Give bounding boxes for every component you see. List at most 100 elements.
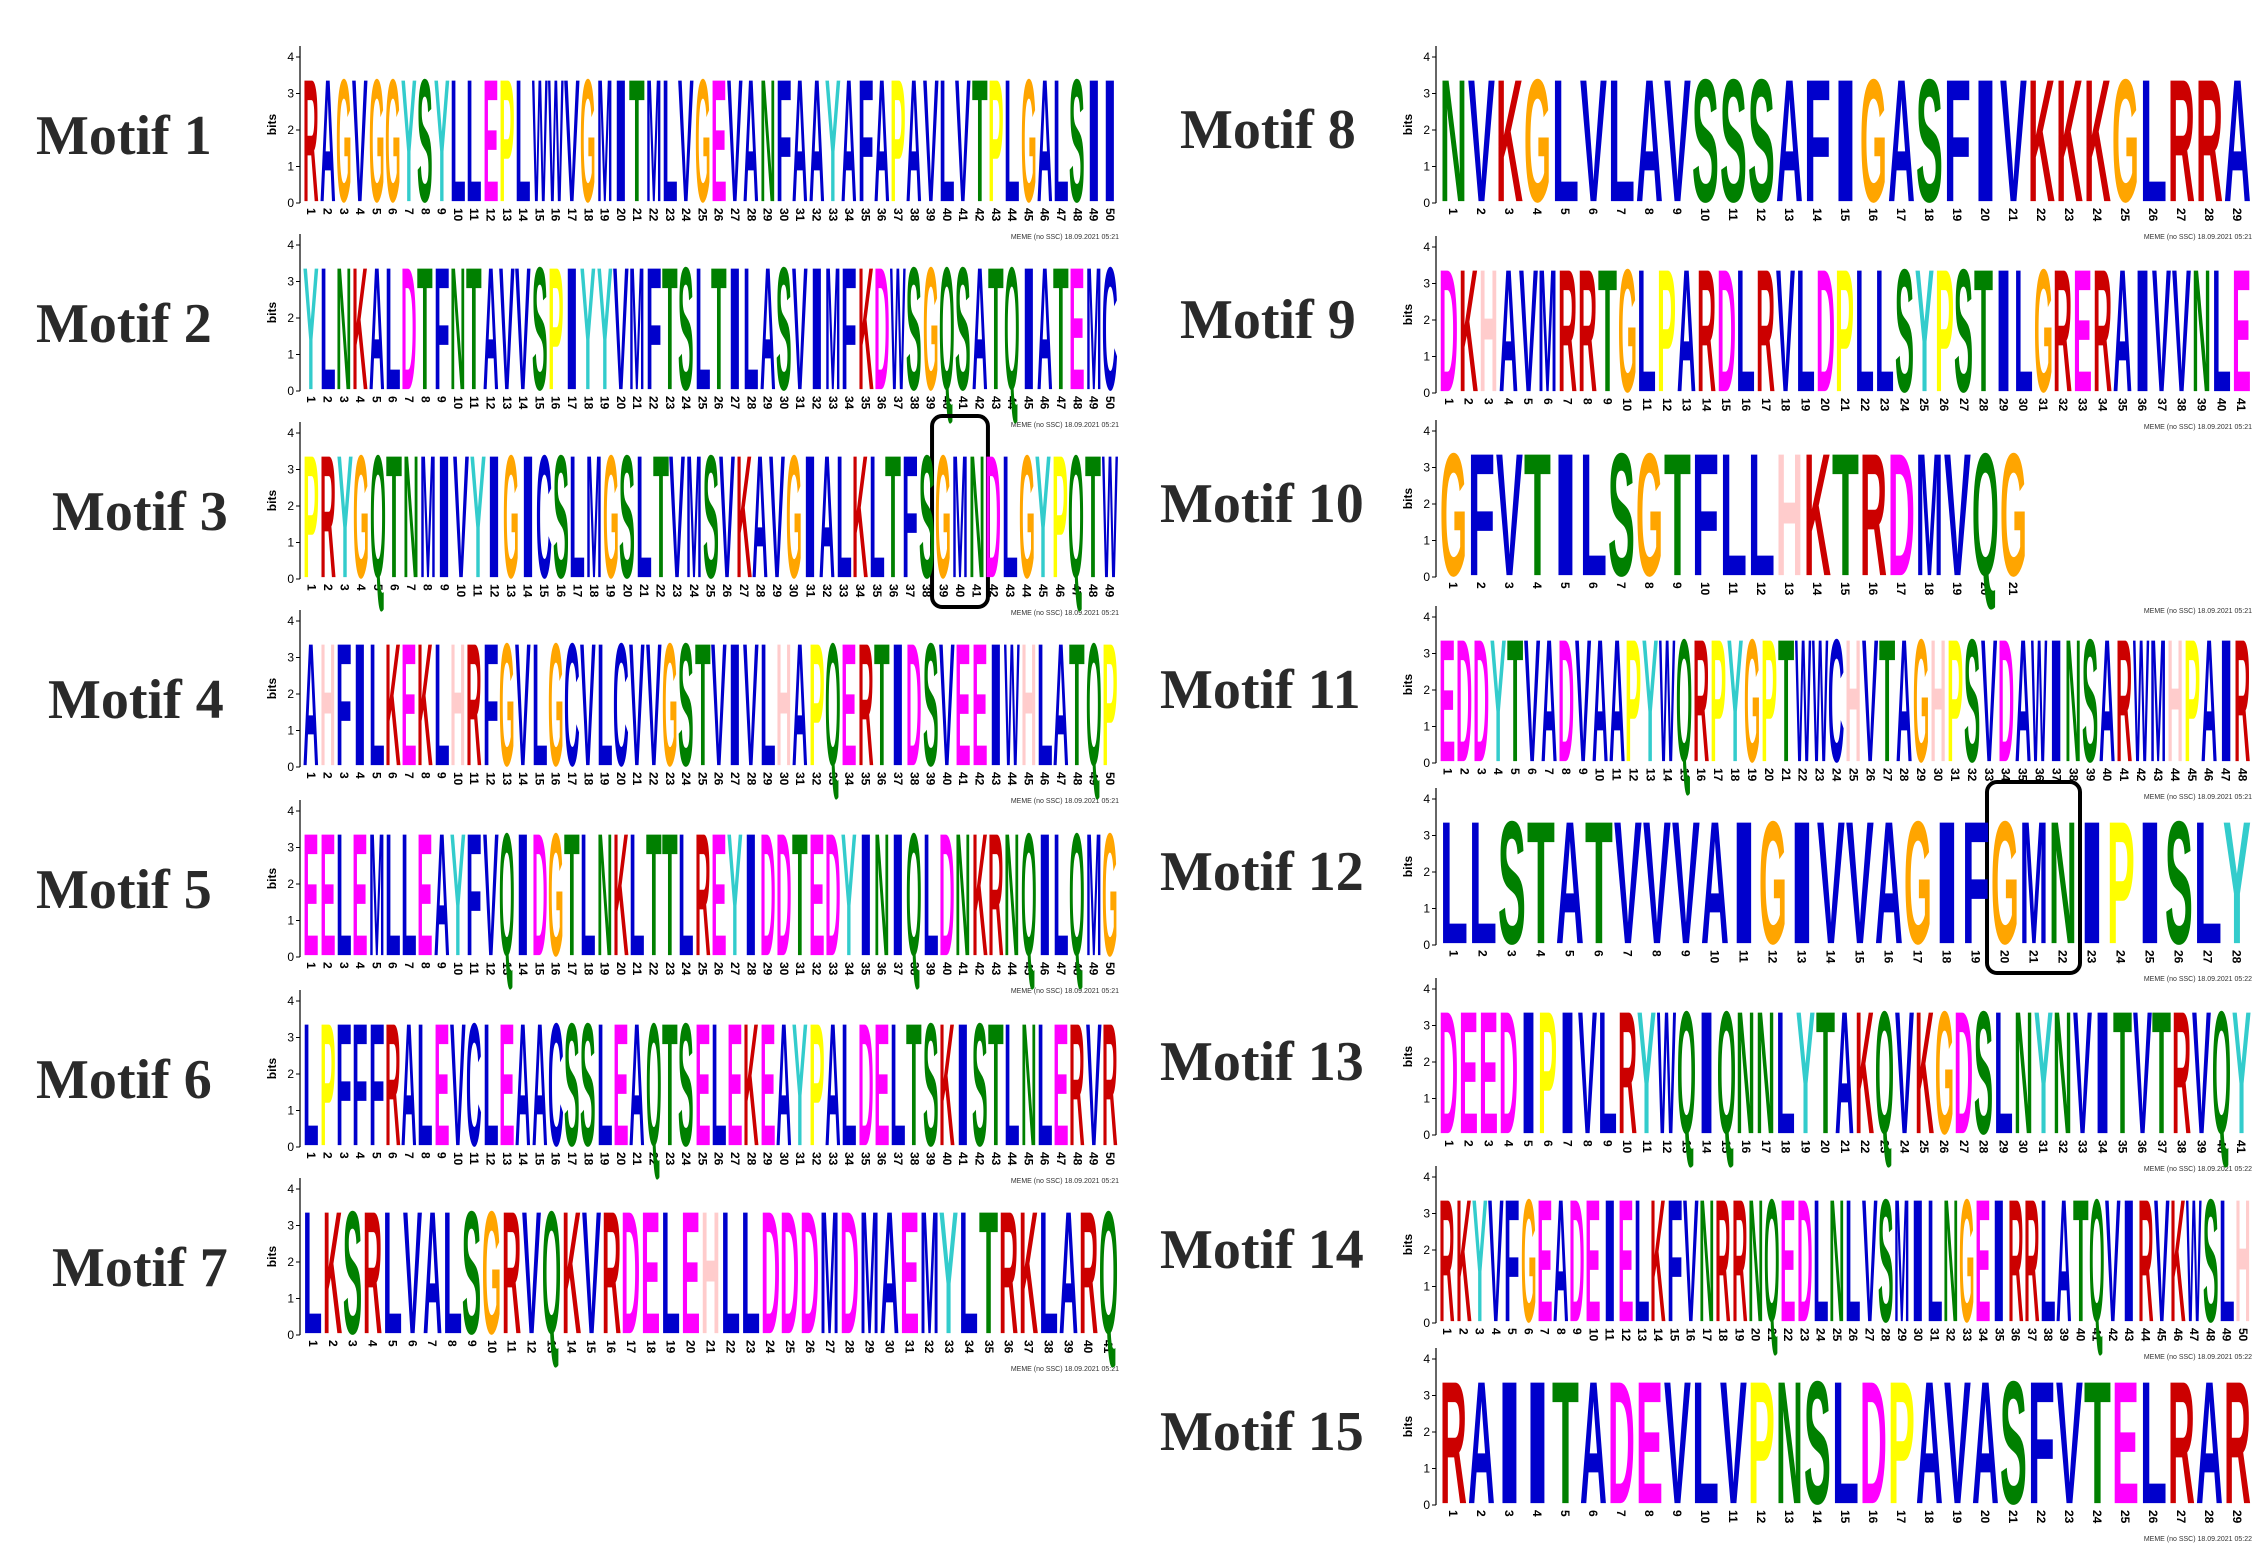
y-tick-label: 1 (1423, 534, 1430, 548)
logo-letter: G (1617, 233, 1637, 430)
position-label: 16 (1866, 1510, 1880, 1524)
logo-letter: T (873, 607, 890, 804)
y-tick-label: 0 (1423, 196, 1430, 210)
position-label: 16 (1882, 950, 1896, 964)
position-label: 8 (418, 396, 432, 403)
position-label: 32 (809, 396, 823, 410)
position-label: 43 (989, 208, 1003, 222)
position-label: 8 (418, 772, 432, 779)
logo-letter: A (422, 1175, 442, 1372)
position-label: 29 (770, 584, 784, 598)
position-label: 27 (2174, 1510, 2188, 1524)
meme-stamp: MEME (no SSC) 18.09.2021 05:22 (2144, 1166, 2252, 1173)
y-tick-label: 2 (1423, 1425, 1430, 1439)
position-label: 27 (2174, 208, 2188, 222)
position-label: 17 (565, 772, 579, 786)
position-label: 8 (1554, 1328, 1568, 1335)
logo-letter: A (752, 419, 769, 616)
logo-letter: G (1018, 419, 1035, 616)
logo-letter: L (1439, 785, 1468, 982)
logo-letter: E (808, 797, 825, 994)
logo-letter: V (678, 43, 694, 240)
position-label: 40 (1081, 1340, 1095, 1354)
position-label: 26 (1863, 768, 1877, 782)
y-tick-label: 4 (1423, 1170, 1430, 1184)
logo-letter: T (1053, 231, 1069, 428)
position-label: 34 (962, 1340, 976, 1354)
position-label: 39 (2194, 1140, 2208, 1154)
logo-letter: R (319, 419, 336, 616)
position-label: 2 (1457, 768, 1471, 775)
logo-letter: I (802, 419, 819, 616)
position-label: 14 (1699, 398, 1713, 412)
logo-letter: V (2152, 233, 2172, 430)
position-label: 33 (826, 962, 840, 976)
logo-letter: H (700, 1175, 721, 1372)
position-label: 23 (663, 772, 677, 786)
logo-letter: P (303, 419, 320, 616)
position-label: 26 (2172, 950, 2186, 964)
position-label: 47 (1054, 772, 1068, 786)
position-label: 7 (1614, 1510, 1628, 1517)
position-label: 10 (451, 772, 465, 786)
position-label: 24 (679, 962, 693, 976)
position-label: 18 (1716, 1328, 1730, 1342)
position-label: 28 (753, 584, 767, 598)
logo-letter: G (1439, 417, 1467, 614)
position-label: 30 (777, 772, 791, 786)
position-label: 24 (1897, 398, 1911, 412)
position-label: 14 (1810, 208, 1824, 222)
y-tick-label: 1 (287, 160, 294, 174)
logo-letter: E (482, 43, 499, 240)
logo-letter: V (515, 231, 531, 428)
logo-letter: I (1102, 43, 1118, 240)
position-label: 11 (1726, 208, 1740, 221)
logo-letter: I (1558, 975, 1578, 1172)
logo-letter: L (384, 797, 401, 994)
position-label: 37 (891, 772, 905, 786)
position-label: 20 (614, 962, 628, 976)
position-label: 34 (1976, 1328, 1990, 1342)
logo-letter: L (868, 419, 885, 616)
position-label: 49 (1087, 208, 1101, 222)
position-label: 19 (1950, 582, 1964, 596)
logo-letter: G (1903, 785, 1932, 982)
logo-letter: F (1504, 1163, 1520, 1360)
position-label: 47 (2187, 1328, 2201, 1342)
y-tick-label: 3 (287, 1219, 294, 1233)
position-label: 41 (2090, 1328, 2104, 1342)
logo-letter: R (2007, 1163, 2024, 1360)
y-axis-label: bits (1401, 488, 1415, 510)
logo-letter: V (1488, 1163, 1504, 1360)
logo-letter: C (1828, 603, 1845, 800)
logo-letter: M (596, 43, 613, 240)
position-label: 17 (1759, 398, 1773, 412)
logo-letter: A (792, 43, 808, 240)
logo-letter: I (1993, 233, 2013, 430)
position-label: 15 (1838, 1510, 1852, 1524)
position-label: 5 (369, 962, 383, 969)
position-label: 10 (485, 1340, 499, 1354)
logo-letter: V (402, 1175, 422, 1372)
position-label: 3 (1502, 582, 1516, 589)
y-tick-label: 3 (287, 651, 294, 665)
position-label: 31 (2036, 398, 2050, 412)
logo-letter: T (1584, 785, 1613, 982)
position-label: 8 (1642, 1510, 1656, 1517)
position-label: 1 (304, 396, 318, 403)
y-tick-label: 4 (287, 426, 294, 440)
logo-letter: I (1020, 231, 1037, 428)
position-label: 39 (924, 962, 938, 976)
logo-letter: L (2211, 233, 2231, 430)
logo-letter: A (792, 607, 808, 804)
position-label: 17 (624, 1340, 638, 1354)
position-label: 25 (1830, 1328, 1844, 1342)
logo-letter: C (547, 987, 564, 1184)
logo-letter: G (502, 419, 519, 616)
position-label: 15 (532, 208, 546, 222)
position-label: 40 (953, 584, 967, 598)
position-label: 36 (875, 772, 889, 786)
position-label: 41 (2117, 768, 2131, 782)
